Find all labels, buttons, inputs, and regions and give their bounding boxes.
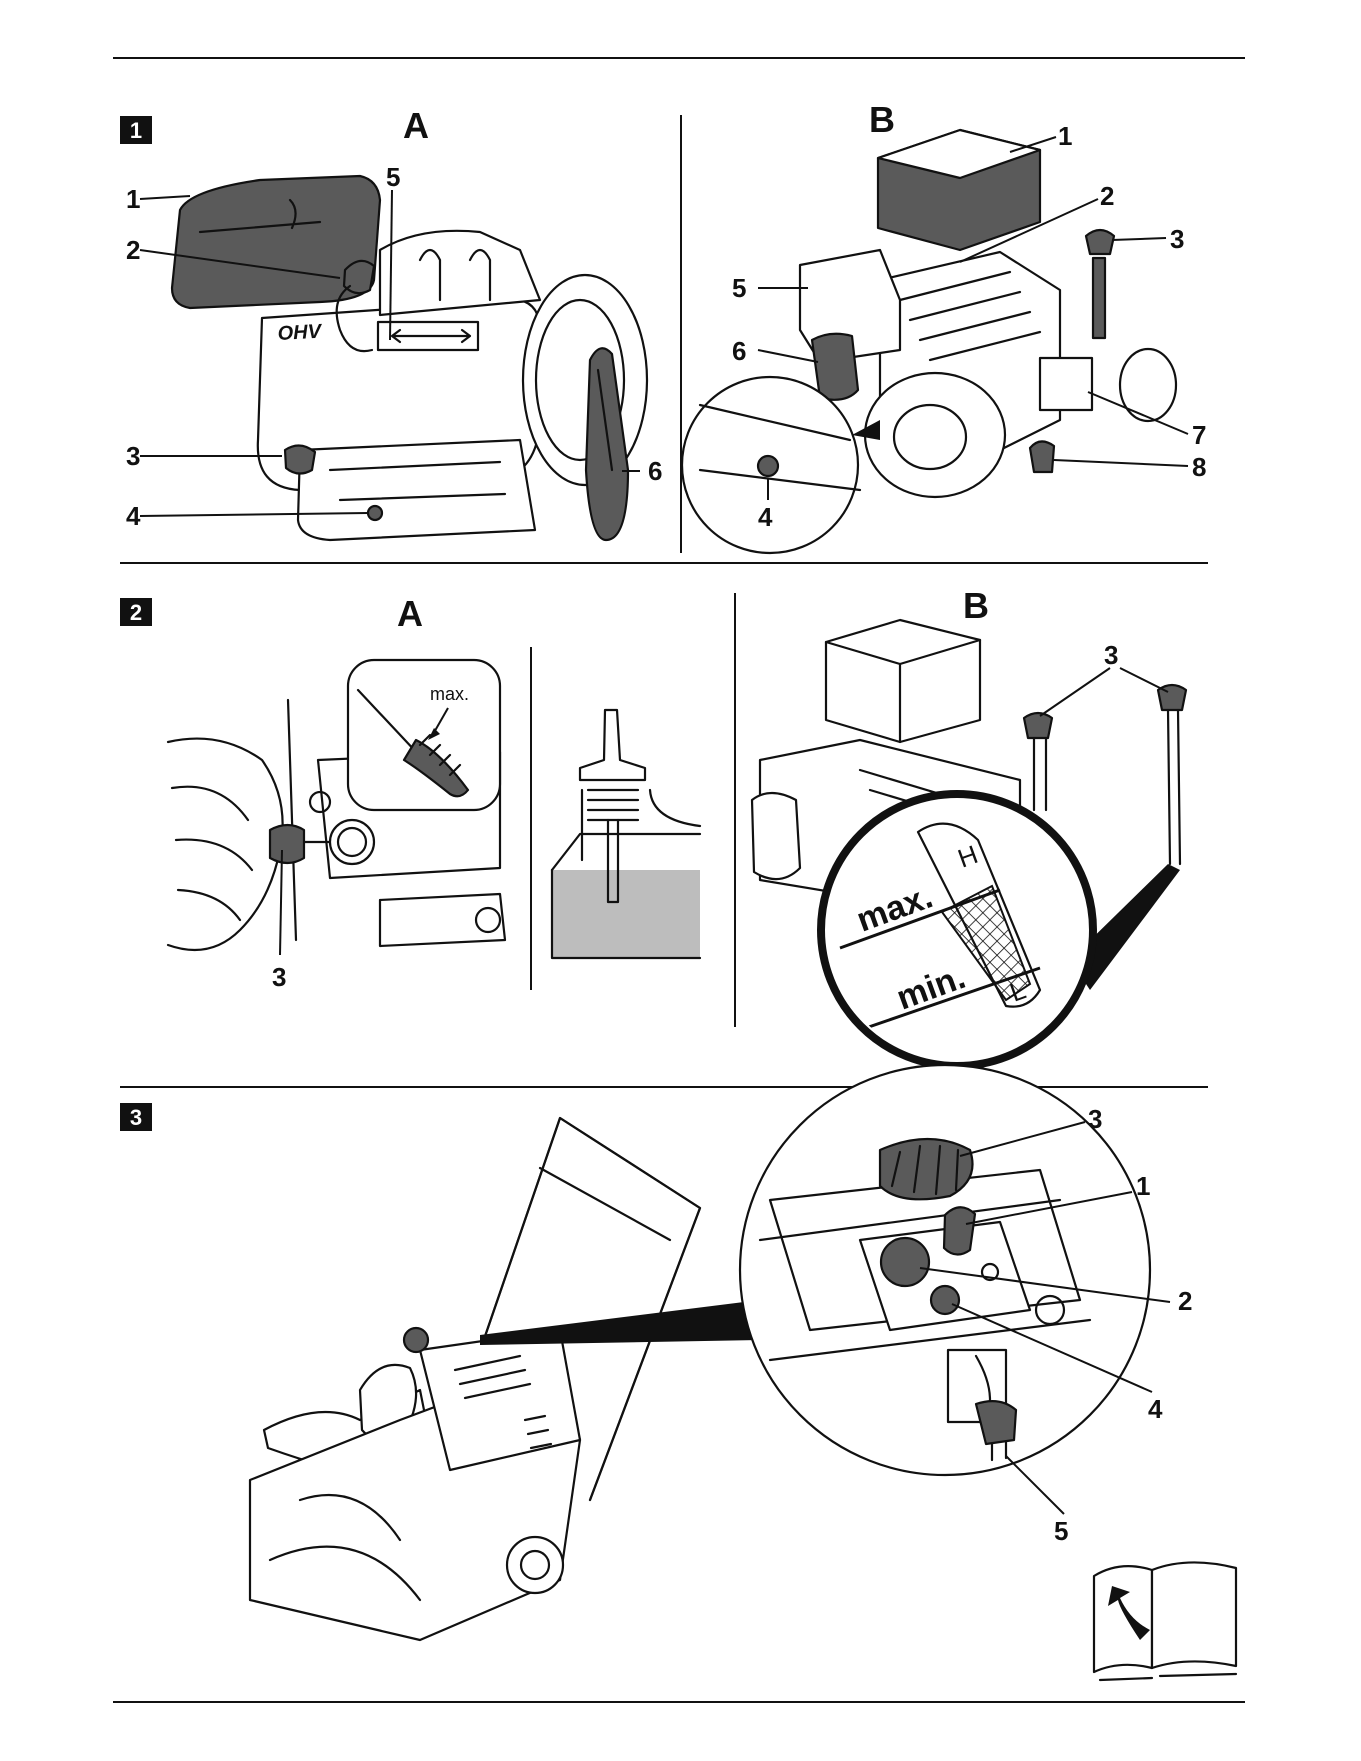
zoom-pointer xyxy=(480,1300,760,1345)
panel-2a: A max. 3 xyxy=(168,593,505,992)
callout-5: 5 xyxy=(1054,1516,1068,1546)
figure-badge-text: 2 xyxy=(130,600,142,625)
snow-blower xyxy=(250,1118,760,1640)
dipstick-cap xyxy=(1086,230,1114,254)
callout-6: 6 xyxy=(648,456,662,486)
callout-5: 5 xyxy=(732,273,746,303)
callout-6: 6 xyxy=(732,336,746,366)
panel-letter: B xyxy=(963,585,989,626)
panel-letter: A xyxy=(403,105,429,146)
starter-box xyxy=(1040,358,1092,410)
starter-handle xyxy=(812,334,858,400)
figure-badge-text: 1 xyxy=(130,118,142,143)
figure-2: 2 A max. 3 xyxy=(120,585,1186,1066)
control-panel-zoom: 3 1 2 4 5 xyxy=(740,1065,1192,1546)
figure-badge-text: 3 xyxy=(130,1105,142,1130)
callout-2: 2 xyxy=(1100,181,1114,211)
zoom-box xyxy=(348,660,500,810)
callout-5: 5 xyxy=(386,162,400,192)
figure-1: 1 A OHV xyxy=(120,99,1206,553)
primer-button xyxy=(881,1238,929,1286)
callout-1: 1 xyxy=(126,184,140,214)
callout-4: 4 xyxy=(758,502,773,532)
hand xyxy=(168,739,283,950)
max-label: max. xyxy=(430,684,469,704)
callout-3: 3 xyxy=(126,441,140,471)
callout-2: 2 xyxy=(1178,1286,1192,1316)
callout-7: 7 xyxy=(1192,420,1206,450)
blower-housing xyxy=(523,275,647,485)
panel-2b: B 3 H L max. xyxy=(752,585,1186,1066)
panel-letter: B xyxy=(869,99,895,140)
drain-plug xyxy=(758,456,778,476)
filler-neck xyxy=(330,820,374,864)
callout-3: 3 xyxy=(272,962,286,992)
panel-2a-section xyxy=(552,710,700,958)
fuel-cap xyxy=(404,1328,428,1352)
callout-3: 3 xyxy=(1088,1104,1102,1134)
callout-3: 3 xyxy=(1170,224,1184,254)
primer-tube xyxy=(1120,349,1176,421)
starter-handle xyxy=(752,793,800,879)
dipstick-section xyxy=(580,710,645,780)
callout-1: 1 xyxy=(1058,121,1072,151)
dipstick-handle xyxy=(270,825,304,863)
callout-1: 1 xyxy=(1136,1171,1150,1201)
wheel xyxy=(507,1537,563,1593)
callout-4: 4 xyxy=(126,501,141,531)
callout-8: 8 xyxy=(1192,452,1206,482)
dipstick-cap-short xyxy=(1024,713,1052,738)
figure-3: 3 xyxy=(120,1065,1236,1680)
panel-1b: B xyxy=(682,99,1206,553)
oil-fill xyxy=(552,870,700,958)
drain-plug xyxy=(368,506,382,520)
engine-top xyxy=(380,231,540,315)
start-button xyxy=(931,1286,959,1314)
ignition-key xyxy=(944,1207,975,1254)
callout-4: 4 xyxy=(1148,1394,1163,1424)
callout-2: 2 xyxy=(126,235,140,265)
manual-book-icon xyxy=(1094,1562,1236,1680)
fuel-cap xyxy=(880,1139,973,1199)
power-cord-plug xyxy=(1030,441,1054,472)
air-filter-cover xyxy=(826,620,980,742)
callout-3: 3 xyxy=(1104,640,1118,670)
panel-1a: A OHV xyxy=(126,105,662,540)
ohv-label: OHV xyxy=(277,321,323,345)
crankcase xyxy=(298,440,535,540)
dipstick-cap xyxy=(285,445,315,473)
panel-letter: A xyxy=(397,593,423,634)
dipstick-tube xyxy=(1093,258,1105,338)
